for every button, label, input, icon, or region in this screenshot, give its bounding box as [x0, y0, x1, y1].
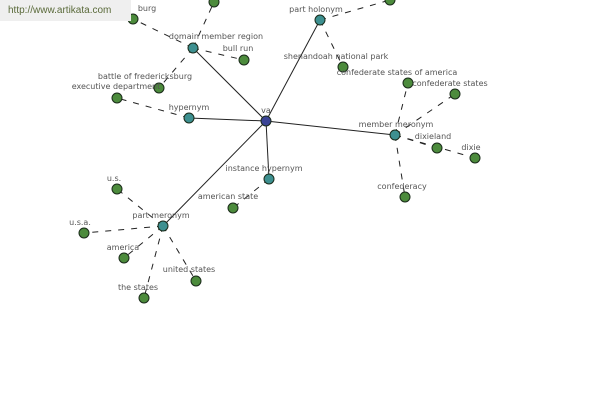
relation-edge [265, 19, 321, 122]
relation-node-hyp[interactable] [183, 112, 195, 124]
leaf-node[interactable] [469, 152, 481, 164]
relation-edge [265, 120, 396, 136]
leaf-label: confederate states of america [337, 68, 458, 77]
leaf-node[interactable] [431, 142, 443, 154]
relation-label: member meronym [359, 120, 434, 129]
leaf-label: dixieland [415, 132, 451, 141]
leaf-node[interactable] [111, 92, 123, 104]
leaf-label: confederate states [412, 79, 487, 88]
leaf-node[interactable] [399, 191, 411, 203]
leaf-edge [319, 19, 344, 68]
relation-edge [162, 120, 267, 227]
relation-edge [192, 47, 267, 122]
relation-node-mm[interactable] [389, 129, 401, 141]
leaf-label: burg [138, 4, 156, 13]
leaf-node[interactable] [190, 275, 202, 287]
leaf-node[interactable] [78, 227, 90, 239]
relation-edge [188, 117, 267, 122]
leaf-edge [394, 134, 406, 198]
leaf-label: united states [163, 265, 215, 274]
leaf-node[interactable] [337, 61, 349, 73]
leaf-node[interactable] [208, 0, 220, 8]
relation-node-ph[interactable] [314, 14, 326, 26]
leaf-node[interactable] [138, 292, 150, 304]
leaf-edge [394, 82, 409, 136]
relation-label: domain member region [169, 32, 263, 41]
watermark-link[interactable]: http://www.artikata.com [0, 0, 131, 21]
leaf-label: the states [118, 283, 158, 292]
leaf-edge [116, 188, 164, 227]
leaf-node[interactable] [111, 183, 123, 195]
leaf-node[interactable] [227, 202, 239, 214]
leaf-label: executive department [72, 82, 161, 91]
leaf-edge [192, 47, 245, 61]
leaf-label: confederacy [377, 182, 427, 191]
leaf-label: dixie [461, 143, 480, 152]
center-label: va [261, 106, 271, 115]
leaf-label: america [107, 243, 140, 252]
leaf-node[interactable] [238, 54, 250, 66]
leaf-node[interactable] [118, 252, 130, 264]
leaf-node[interactable] [153, 82, 165, 94]
leaf-edge [123, 225, 164, 259]
leaf-label: battle of fredericksburg [98, 72, 192, 81]
relation-edge [265, 120, 270, 180]
center-node[interactable] [260, 115, 272, 127]
leaf-edge [162, 225, 197, 282]
relation-label: hypernym [169, 103, 210, 112]
leaf-edge [83, 225, 164, 234]
leaf-edge [192, 1, 215, 49]
leaf-label: u.s. [107, 174, 121, 183]
relation-node-dmr[interactable] [187, 42, 199, 54]
leaf-node[interactable] [402, 77, 414, 89]
leaf-node[interactable] [384, 0, 396, 6]
leaf-label: american state [198, 192, 258, 201]
relation-node-ih[interactable] [263, 173, 275, 185]
relation-label: instance hypernym [226, 164, 303, 173]
leaf-label: u.s.a. [69, 218, 91, 227]
leaf-edge [132, 18, 194, 49]
relation-label: part meronym [132, 211, 189, 220]
leaf-node[interactable] [449, 88, 461, 100]
leaf-edge [158, 47, 194, 89]
relation-node-pm[interactable] [157, 220, 169, 232]
leaf-label: bull run [223, 44, 254, 53]
leaf-label: shenandoah national park [284, 52, 389, 61]
relation-label: part holonym [289, 5, 343, 14]
